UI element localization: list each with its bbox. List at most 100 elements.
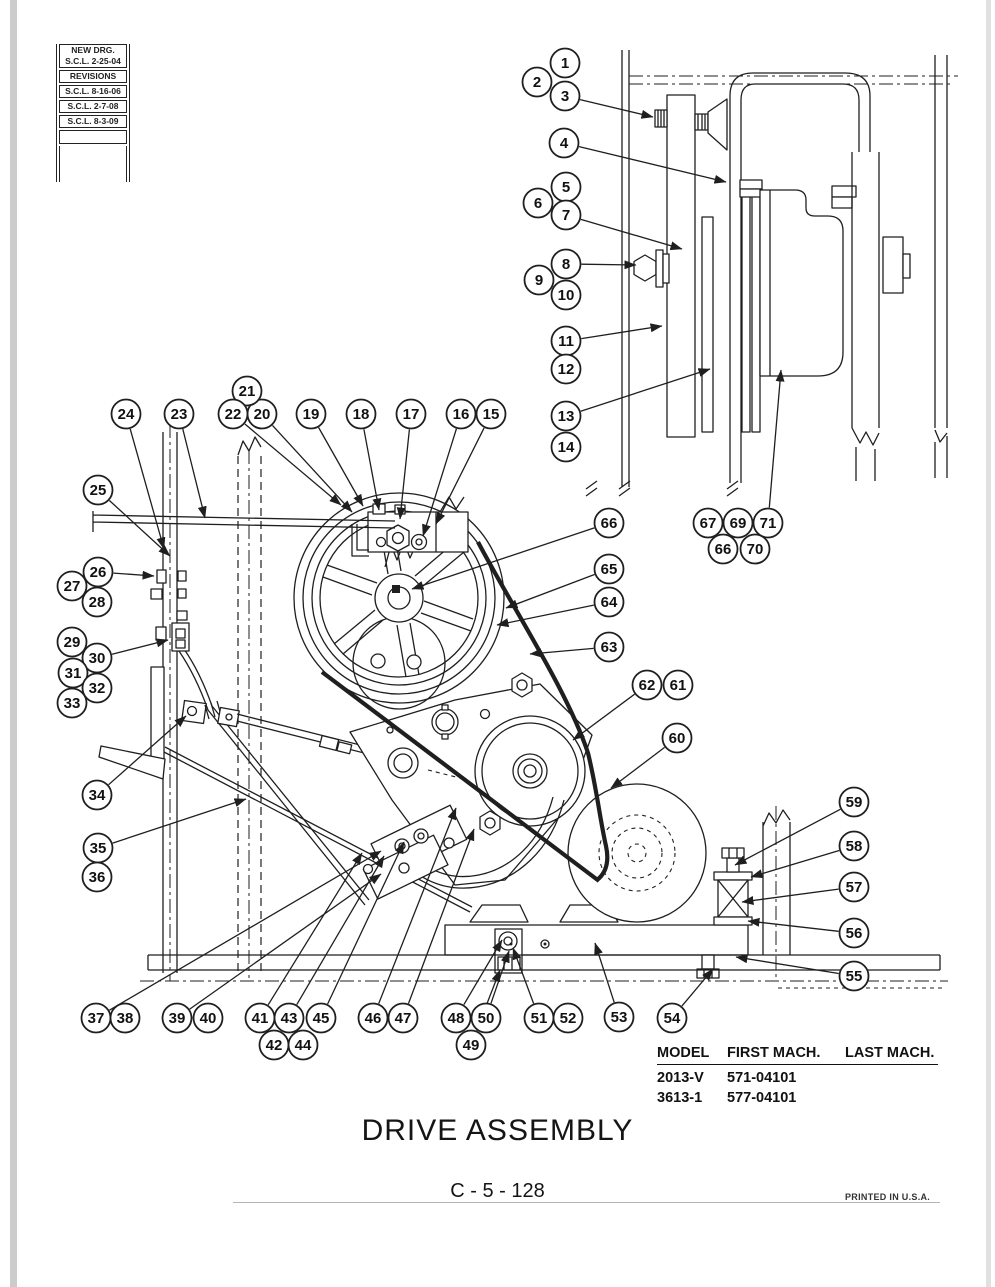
callout-59: 59 [838,786,870,818]
leader-line-56 [747,917,839,932]
leader-line-34 [108,715,187,786]
svg-text:38: 38 [117,1010,134,1027]
svg-text:23: 23 [171,406,188,423]
callout-52: 52 [552,1002,584,1034]
revision-block: NEW DRG. S.C.L. 2-25-04 REVISIONS S.C.L.… [56,44,130,182]
svg-text:41: 41 [252,1010,269,1027]
revision-row: NEW DRG. [71,45,115,55]
svg-text:50: 50 [478,1010,495,1027]
svg-text:47: 47 [395,1010,412,1027]
svg-text:13: 13 [558,408,575,425]
model-cell: 2013-V [657,1070,704,1086]
svg-text:54: 54 [664,1010,681,1027]
leader-line-39 [189,873,382,1010]
first-mach-cell: 577-04101 [727,1090,797,1106]
svg-text:52: 52 [560,1010,577,1027]
svg-text:28: 28 [89,594,106,611]
detail-view-drawing [585,50,958,497]
svg-text:35: 35 [90,840,107,857]
callout-15: 15 [475,398,507,430]
svg-text:17: 17 [403,406,420,423]
svg-text:49: 49 [463,1037,480,1054]
leader-line-15 [435,427,485,525]
svg-text:27: 27 [64,578,81,595]
callout-66-main: 66 [593,507,625,539]
callout-27: 27 [56,570,88,602]
revision-block-tails [59,146,127,182]
leader-line-3 [579,98,654,119]
svg-text:29: 29 [64,634,81,651]
svg-text:45: 45 [313,1010,330,1027]
svg-text:62: 62 [639,677,656,694]
svg-text:34: 34 [89,787,106,804]
model-header: MODEL [657,1045,710,1061]
leader-line-4 [578,145,727,184]
svg-text:25: 25 [90,482,107,499]
leader-line-54 [681,968,714,1007]
callout-29: 29 [56,626,88,658]
scan-edge-right [986,0,991,1287]
svg-text:67: 67 [700,515,717,532]
svg-text:63: 63 [601,639,618,656]
callout-49: 49 [455,1029,487,1061]
leader-line-43 [296,855,385,1005]
revision-row: S.C.L. 2-7-08 [59,100,127,113]
callout-leader-lines [108,98,841,1031]
svg-text:19: 19 [303,406,320,423]
callout-57: 57 [838,871,870,903]
leader-line-41 [267,852,363,1006]
model-table: MODEL FIRST MACH. LAST MACH. 2013-V 571-… [657,1043,938,1108]
svg-text:31: 31 [65,665,82,682]
svg-text:69: 69 [730,515,747,532]
callout-10: 10 [550,279,582,311]
leader-line-22 [244,423,342,506]
svg-text:16: 16 [453,406,470,423]
callout-9: 9 [523,264,555,296]
leader-line-47 [407,828,475,1004]
leader-line-50 [490,950,510,1004]
svg-text:53: 53 [611,1009,628,1026]
leader-line-59 [734,808,841,866]
callout-65: 65 [593,553,625,585]
leader-line-66-main [411,527,595,590]
leader-line-20 [272,424,353,513]
leader-line-46 [378,807,457,1004]
callout-45: 45 [305,1002,337,1034]
callout-balloons: 1234567891011121314151617181920212223242… [56,47,870,1061]
leader-line-57 [741,888,839,905]
model-table-row: 3613-1 577-04101 [657,1088,938,1108]
svg-text:33: 33 [64,695,81,712]
callout-41: 41 [244,1002,276,1034]
leader-line-58 [750,849,840,879]
callout-35: 35 [82,832,114,864]
callout-42: 42 [258,1029,290,1061]
svg-text:42: 42 [266,1037,283,1054]
callout-22: 22 [217,398,249,430]
callout-61: 61 [662,669,694,701]
leader-line-23 [182,428,207,519]
svg-text:59: 59 [846,794,863,811]
leader-line-19 [318,427,364,507]
callout-37: 37 [80,1002,112,1034]
callout-34: 34 [81,779,113,811]
callout-67: 67 [692,507,724,539]
svg-text:12: 12 [558,361,575,378]
svg-text:3: 3 [561,88,569,105]
callout-30: 30 [81,642,113,674]
svg-text:36: 36 [89,869,106,886]
svg-text:57: 57 [846,879,863,896]
model-cell: 3613-1 [657,1090,703,1106]
svg-text:10: 10 [558,287,575,304]
leader-line-45 [327,841,405,1005]
leader-line-48 [463,939,503,1005]
svg-text:4: 4 [560,135,569,152]
leader-line-53 [594,942,615,1003]
svg-text:9: 9 [535,272,543,289]
page-number: C - 5 - 128 [450,1180,545,1202]
svg-text:26: 26 [90,564,107,581]
model-table-header: MODEL FIRST MACH. LAST MACH. [657,1043,938,1065]
svg-text:58: 58 [846,838,863,855]
callout-16: 16 [445,398,477,430]
callout-66-detail: 66 [707,533,739,565]
